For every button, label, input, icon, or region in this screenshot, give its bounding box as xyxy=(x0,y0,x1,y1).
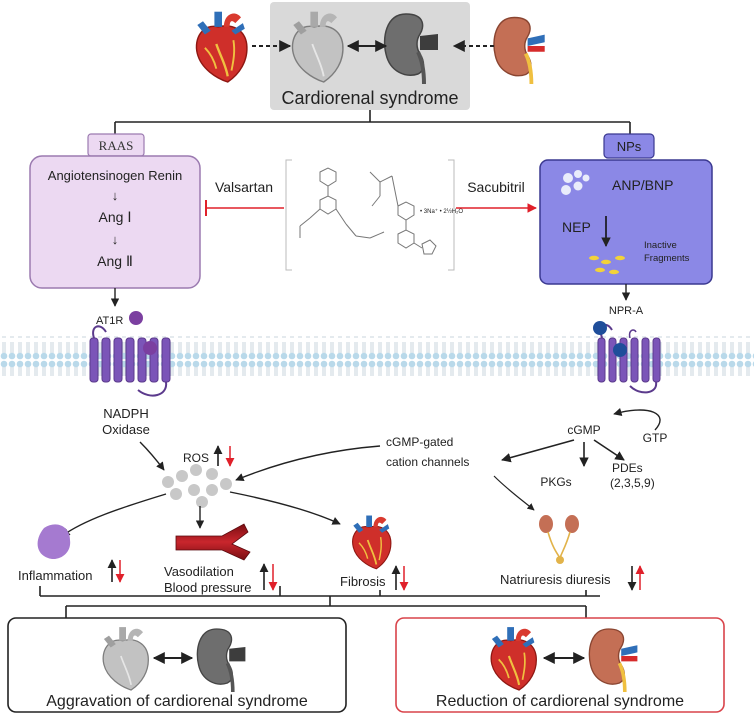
reduction-label: Reduction of cardiorenal syndrome xyxy=(436,693,684,710)
nps-tag: NPs xyxy=(617,139,642,154)
arrow-channels-natriuresis xyxy=(493,475,535,511)
aggravation-label: Aggravation of cardiorenal syndrome xyxy=(46,693,308,710)
fragment-particles xyxy=(589,255,625,275)
ang1-label: Ang Ⅰ xyxy=(99,209,132,225)
kidney-icon xyxy=(492,15,547,86)
raas-arrow: ↓ xyxy=(112,232,119,247)
sacubitril-activation: Sacubitril xyxy=(456,179,537,213)
nps-panel: NPs ANP/BNP NEP Inactive Fragments xyxy=(539,133,713,285)
arrow-nadph-ros xyxy=(139,441,165,471)
nadph-label-2: Oxidase xyxy=(102,422,150,437)
inflammation-change-arrows xyxy=(107,559,125,583)
compound-structure: • 3Na⁺ • 2½H₂O xyxy=(285,159,463,271)
valsartan-inhibition: Valsartan xyxy=(205,179,284,216)
channels-label-1: cGMP-gated xyxy=(386,435,453,449)
raas-arrow: ↓ xyxy=(112,188,119,203)
inflammation-icon xyxy=(37,524,71,560)
ros-label: ROS xyxy=(183,451,209,465)
at1r-receptor xyxy=(89,311,171,397)
raas-panel: RAAS Angiotensinogen Renin ↓ Ang Ⅰ ↓ Ang… xyxy=(29,133,201,289)
inflammation-label: Inflammation xyxy=(18,568,92,583)
gtp-label: GTP xyxy=(643,431,668,445)
arrow-ros-fibrosis xyxy=(229,491,341,525)
compound-salt: • 3Na⁺ • 2½H₂O xyxy=(420,208,463,215)
blood-pressure-label: Blood pressure xyxy=(164,580,251,595)
fragments-label-1: Inactive xyxy=(644,240,677,251)
ros-cluster xyxy=(162,464,232,508)
fragments-label-2: Fragments xyxy=(644,253,690,264)
cell-membrane xyxy=(0,336,754,376)
arrow-gtp-cgmp xyxy=(613,407,661,431)
nps-tag-box xyxy=(603,133,655,159)
vasodilation-label: Vasodilation xyxy=(164,564,234,579)
outcome-aggravation: Aggravation of cardiorenal syndrome xyxy=(7,617,347,713)
outcome-reduction: Reduction of cardiorenal syndrome xyxy=(395,617,725,713)
ros-change-arrows xyxy=(213,445,235,467)
ligand-ang2 xyxy=(129,311,143,325)
valsartan-label: Valsartan xyxy=(215,179,273,195)
pdes-label-2: (2,3,5,9) xyxy=(610,476,655,490)
heart-icon xyxy=(195,10,249,84)
vasodilation-change-arrows xyxy=(259,563,278,591)
cgmp-label: cGMP xyxy=(567,423,600,437)
nadph-label-1: NADPH xyxy=(103,406,149,421)
pdes-label-1: PDEs xyxy=(612,461,643,475)
natriuresis-change-arrows xyxy=(627,565,645,591)
ang2-label: Ang Ⅱ xyxy=(97,253,133,269)
sacubitril-label: Sacubitril xyxy=(467,179,525,195)
npra-receptor xyxy=(593,321,661,394)
header-title: Cardiorenal syndrome xyxy=(281,88,458,108)
fibrosis-heart-icon xyxy=(351,514,392,570)
bottom-connectors xyxy=(39,586,600,618)
raas-tag: RAAS xyxy=(99,138,134,153)
fibrosis-change-arrows xyxy=(391,565,409,591)
blood-vessel-icon xyxy=(175,523,251,561)
arrow-cgmp-channels xyxy=(501,439,575,463)
raas-line1: Angiotensinogen Renin xyxy=(48,168,182,183)
ligand-bound xyxy=(613,343,627,357)
header-section: Cardiorenal syndrome xyxy=(195,2,547,110)
arrow-cgmp-ros xyxy=(235,445,381,482)
arrow-cgmp-pdes xyxy=(593,439,625,461)
arrow-ros-inflammation xyxy=(61,493,167,537)
anp-bnp-label: ANP/BNP xyxy=(612,177,673,193)
natriuresis-label: Natriuresis diuresis xyxy=(500,572,611,587)
at1r-label: AT1R xyxy=(96,315,123,327)
top-connectors xyxy=(114,110,631,135)
npra-label: NPR-A xyxy=(609,305,644,317)
nep-label: NEP xyxy=(562,219,591,235)
fibrosis-label: Fibrosis xyxy=(340,574,386,589)
ligand-bound xyxy=(143,341,157,355)
anp-particles xyxy=(561,170,590,195)
pkgs-label: PKGs xyxy=(540,475,571,489)
urinary-icon xyxy=(539,515,579,564)
channels-label-2: cation channels xyxy=(386,455,469,469)
ligand-bnp xyxy=(593,321,607,335)
